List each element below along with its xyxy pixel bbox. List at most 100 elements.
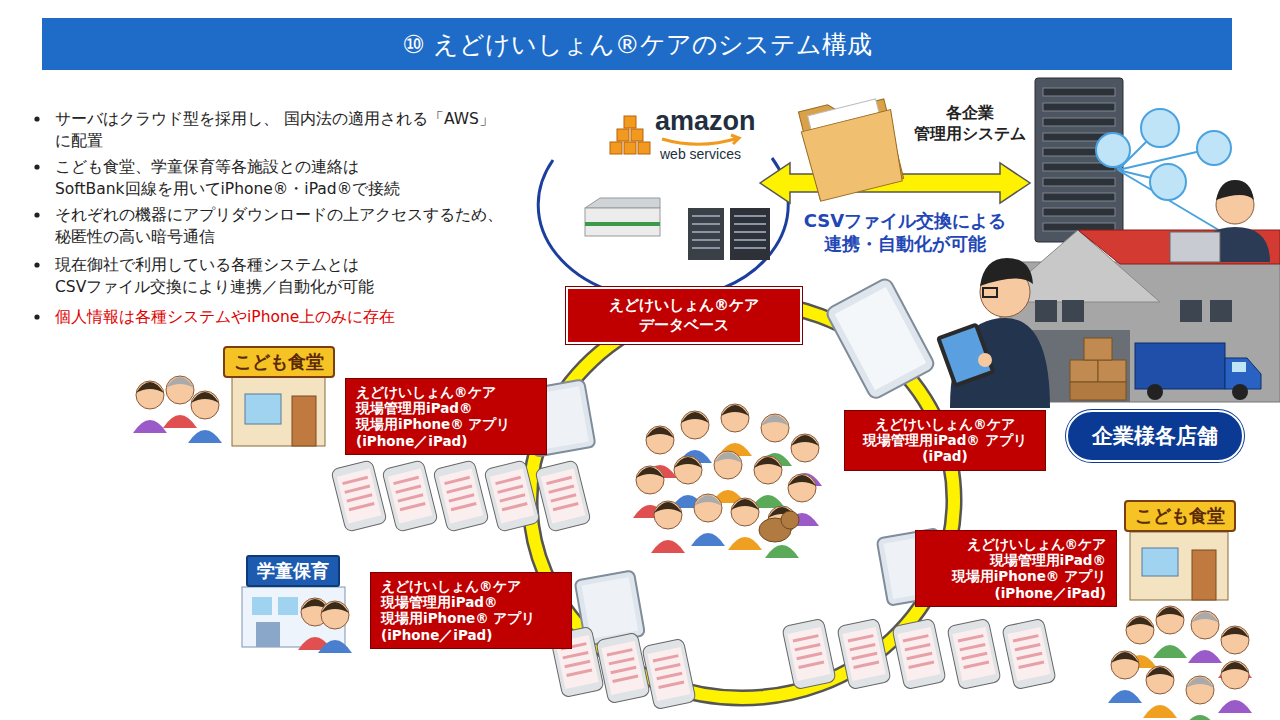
person xyxy=(674,457,702,468)
smartphone xyxy=(535,460,591,532)
dog xyxy=(759,511,799,542)
person xyxy=(318,601,352,653)
gakudo-building xyxy=(256,622,280,647)
warehouse xyxy=(1098,360,1126,382)
person xyxy=(166,377,194,388)
smartphone xyxy=(541,469,586,524)
label-text: 現在御社で利用している各種システムとは CSVファイル交換により連携／自動化が可… xyxy=(55,254,525,298)
user-icons xyxy=(1096,133,1130,167)
person xyxy=(636,466,664,494)
gakudo-building xyxy=(278,597,298,615)
smartphone xyxy=(547,477,579,509)
person xyxy=(1183,676,1217,720)
person xyxy=(721,404,749,432)
person xyxy=(791,434,819,462)
label-text: 各企業 管理用システム xyxy=(900,102,1040,144)
person xyxy=(761,415,789,426)
gakudo-building xyxy=(252,597,272,615)
smartphone xyxy=(1002,618,1056,689)
person xyxy=(133,420,167,433)
bullet-marker xyxy=(34,314,39,319)
smartphone xyxy=(1002,618,1056,689)
smartphone xyxy=(848,636,879,668)
office-worker xyxy=(1216,180,1254,200)
truck xyxy=(1135,343,1225,389)
smartphone xyxy=(837,618,891,689)
person xyxy=(188,430,222,443)
box-text: 企業様各店舗 xyxy=(1092,422,1218,450)
person xyxy=(791,435,819,446)
tablet-big xyxy=(825,277,936,401)
bullet-marker xyxy=(34,262,39,267)
database-box: えどけいしょん®ケア データベース xyxy=(566,287,802,344)
person xyxy=(731,499,759,510)
person xyxy=(1108,690,1142,703)
person xyxy=(694,494,722,522)
person xyxy=(1218,700,1252,713)
title-text: ⑩ えどけいしょん®ケアのシステム構成 xyxy=(42,18,1232,70)
person xyxy=(711,451,745,503)
bullet-text: それぞれの機器にアプリダウンロードの上アクセスするため、 秘匿性の高い暗号通信 xyxy=(55,204,525,248)
person xyxy=(1221,661,1249,689)
person xyxy=(1111,651,1139,679)
person xyxy=(1221,662,1249,673)
person xyxy=(721,405,749,416)
bullet-text: サーバはクラウド型を採用し、 国内法の適用される「AWS」に配置 xyxy=(55,108,525,152)
label-text: それぞれの機器にアプリダウンロードの上アクセスするため、 秘匿性の高い暗号通信 xyxy=(55,204,525,248)
smartphone xyxy=(484,460,540,532)
label-text: web services xyxy=(660,146,741,162)
aws-cubes xyxy=(624,116,636,128)
smartphone xyxy=(653,656,684,688)
company-server xyxy=(1043,118,1115,126)
bullet-text: 現在御社で利用している各種システムとは CSVファイル交換により連携／自動化が可… xyxy=(55,254,525,298)
warehouse xyxy=(1210,300,1232,322)
smartphone xyxy=(787,627,830,681)
person xyxy=(731,498,759,526)
smartphone xyxy=(892,618,946,689)
logo-text: amazon xyxy=(655,106,756,136)
person xyxy=(191,391,219,419)
box-text: えどけいしょん®ケア 現場管理用iPad® 現場用iPhone® アプリ(iPh… xyxy=(356,384,536,449)
person xyxy=(1153,606,1187,658)
person xyxy=(321,602,349,613)
person xyxy=(761,414,789,442)
person xyxy=(651,501,685,553)
warehouse xyxy=(1070,382,1126,400)
smartphone xyxy=(897,627,940,681)
smartphone xyxy=(382,460,438,532)
person xyxy=(1191,611,1219,639)
aws-cubes xyxy=(617,129,629,141)
smartphone xyxy=(1013,636,1044,668)
person xyxy=(1126,616,1154,644)
person xyxy=(136,382,164,393)
person xyxy=(1153,645,1187,658)
smartphone xyxy=(388,469,433,524)
folder-icon xyxy=(801,110,908,202)
smartphone xyxy=(892,618,946,689)
smartphone xyxy=(439,469,484,524)
smartphone xyxy=(842,627,885,681)
box-text: えどけいしょん®ケア 現場管理用iPad® 現場用iPhone® アプリ(iPh… xyxy=(381,578,561,643)
smartphone xyxy=(958,636,989,668)
staff-with-tablet xyxy=(980,258,1033,286)
kodomo-shokudo-building-right xyxy=(1142,548,1178,576)
user-icons xyxy=(1150,164,1186,200)
person xyxy=(681,412,709,423)
person xyxy=(188,391,222,443)
warehouse xyxy=(1084,338,1112,360)
tablet-big xyxy=(835,287,927,390)
staff-with-tablet xyxy=(936,322,996,388)
smartphone xyxy=(782,618,836,689)
box-text: えどけいしょん®ケア 現場管理用iPad® 現場用iPhone® アプリ(iPh… xyxy=(926,536,1106,601)
data-center-building xyxy=(585,198,660,208)
logo-text: web services xyxy=(660,146,741,162)
company-server xyxy=(1043,193,1115,201)
person xyxy=(788,474,816,502)
person xyxy=(751,456,785,508)
tablet-big xyxy=(825,277,936,401)
store-pill: 企業様各店舗 xyxy=(1066,410,1244,462)
box-text: えどけいしょん®ケア 現場管理用iPad® アプリ(iPad) xyxy=(855,416,1035,465)
kodomo-shokudo-building-right xyxy=(1130,532,1228,600)
box-text: こども食堂 xyxy=(234,350,324,374)
